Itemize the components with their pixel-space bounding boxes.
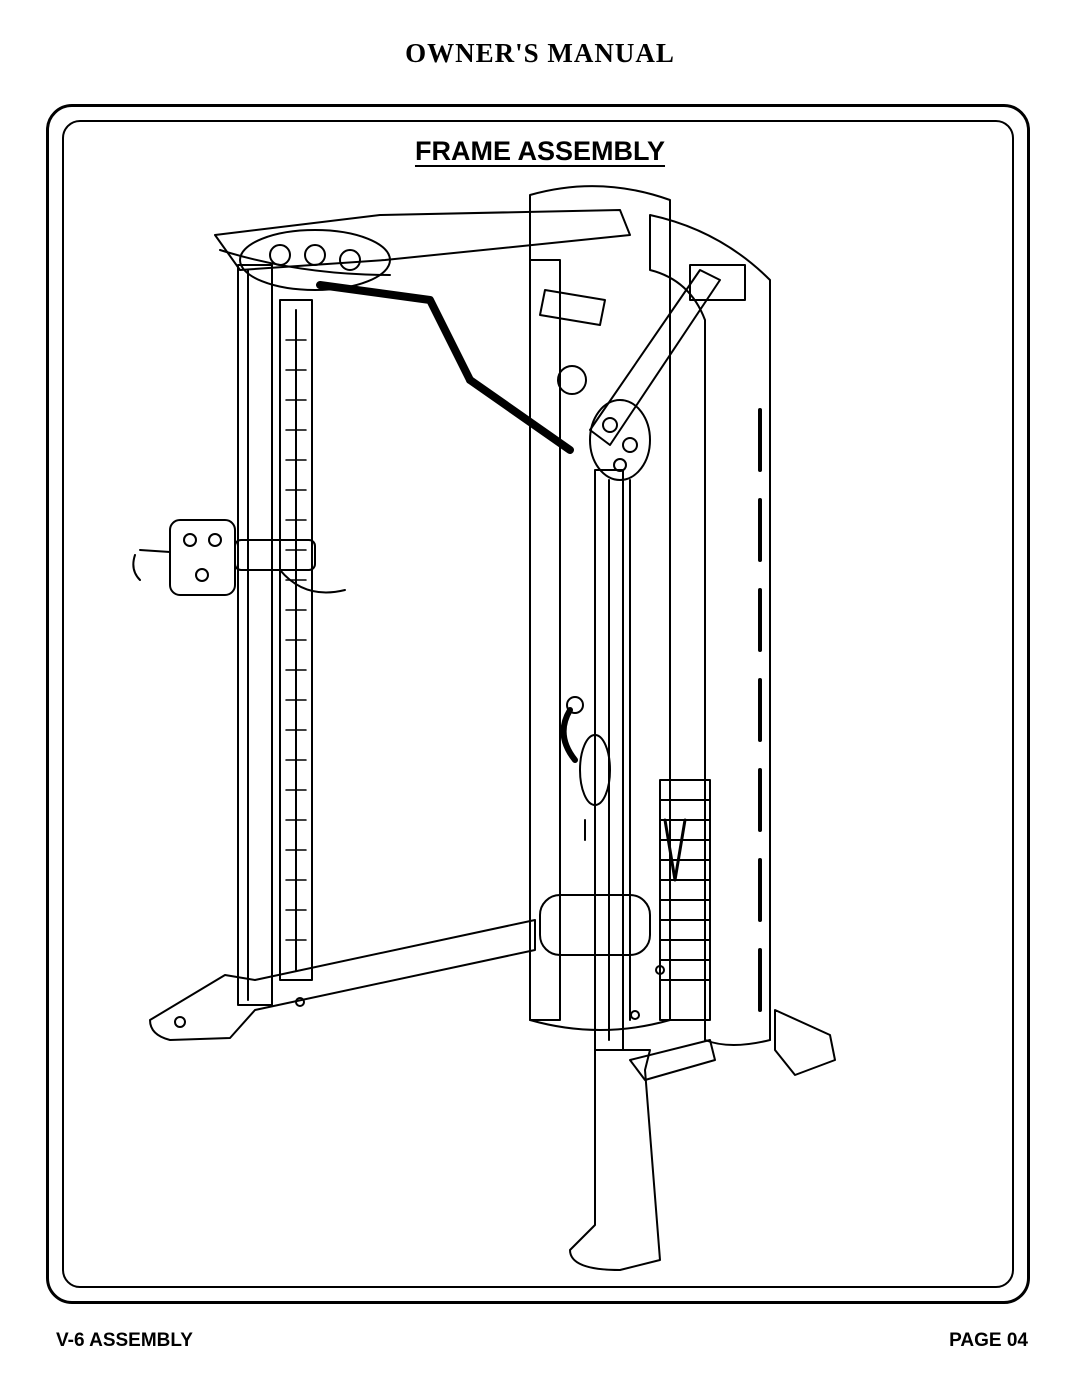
top-arm (214, 209, 631, 454)
footer-page-number: PAGE 04 (949, 1330, 1028, 1351)
right-shroud (649, 214, 836, 1076)
front-base-foot (569, 1049, 661, 1271)
rear-tower (529, 185, 671, 1031)
left-upright (237, 264, 313, 1006)
front-base-brace (629, 1039, 716, 1081)
left-base-foot (149, 919, 536, 1041)
front-upright (560, 469, 631, 1051)
right-pivot-arm (589, 264, 746, 481)
section-title: FRAME ASSEMBLY (414, 136, 666, 166)
page-border-inner (62, 120, 1014, 1288)
frame-assembly-illustration (132, 185, 836, 1271)
left-pulley-carriage (132, 519, 346, 596)
page-border-outer (46, 104, 1030, 1304)
manual-title: OWNER'S MANUAL (405, 38, 675, 68)
weight-stack (659, 779, 711, 1021)
height-scale (285, 339, 307, 941)
footer-model: V-6 ASSEMBLY (56, 1330, 193, 1351)
